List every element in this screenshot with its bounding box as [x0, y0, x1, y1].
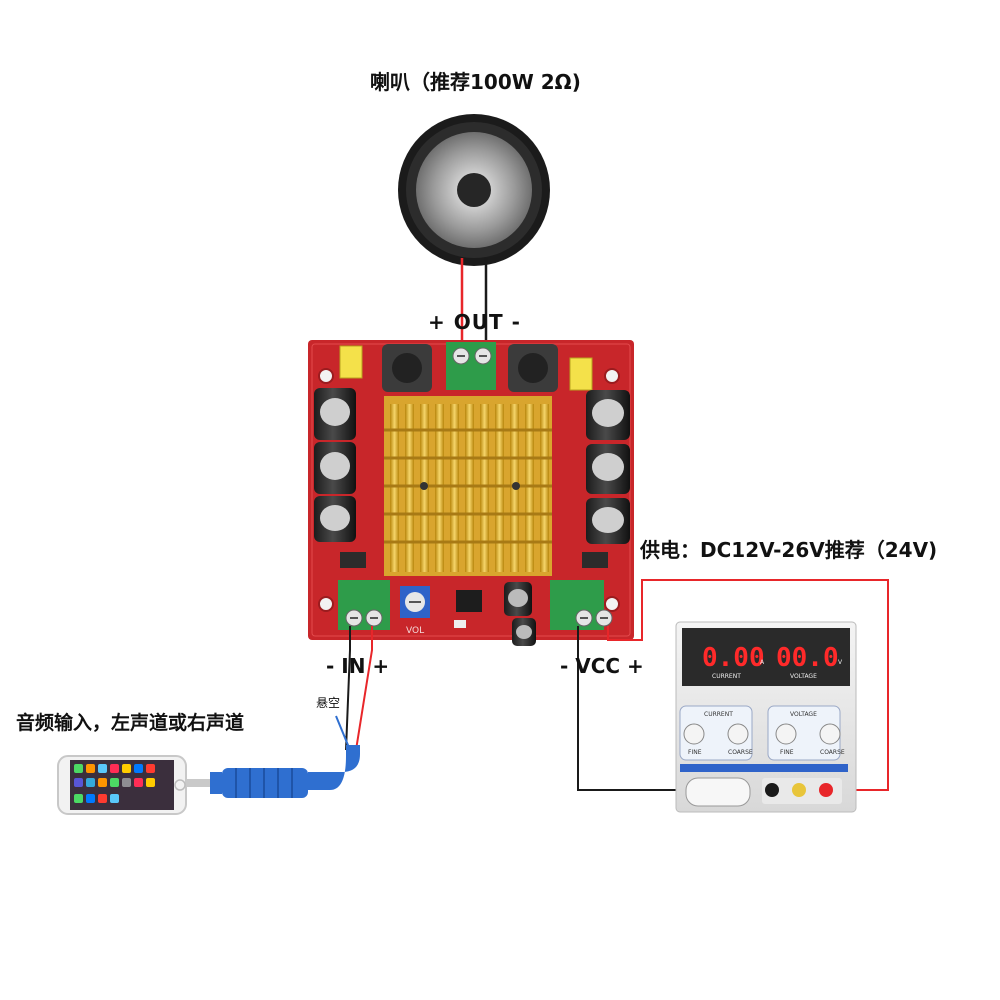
capacitors-right	[586, 390, 630, 544]
volume-potentiometer[interactable]	[400, 586, 430, 618]
positive-binding-post[interactable]	[819, 783, 833, 797]
current-display: 0.00	[702, 643, 765, 673]
bench-power-supply: 0.00 00.0 A V CURRENT VOLTAGE CURRENT VO…	[675, 621, 857, 813]
vcc-terminal	[550, 580, 613, 630]
knob-current-coarse[interactable]	[727, 723, 749, 745]
voltage-display: 00.0	[776, 643, 839, 673]
capacitors-left	[314, 388, 356, 542]
knob-label-2: COARSE	[728, 749, 753, 756]
output-label: + OUT -	[428, 310, 521, 334]
ground-binding-post[interactable]	[792, 783, 806, 797]
current-caption-display: CURRENT	[712, 673, 741, 680]
audio-input-label: 音频输入，左声道或右声道	[16, 712, 245, 734]
audio-cable	[186, 745, 360, 798]
negative-binding-post[interactable]	[765, 783, 779, 797]
speaker	[398, 114, 550, 266]
current-panel-caption: CURRENT	[704, 711, 733, 718]
knob-label-3: FINE	[780, 749, 794, 756]
power-supply-label: 供电：DC12V-26V推荐（24V)	[640, 538, 938, 562]
vcc-label: - VCC +	[560, 654, 644, 678]
knob-current-fine[interactable]	[683, 723, 705, 745]
voltage-unit: V	[838, 659, 843, 666]
volume-label: VOL	[406, 626, 425, 636]
smartphone	[57, 755, 187, 815]
heatsink	[384, 396, 552, 576]
vcc-wire-positive	[607, 579, 889, 791]
knob-label-1: FINE	[688, 749, 702, 756]
knob-voltage-coarse[interactable]	[819, 723, 841, 745]
amplifier-board	[308, 340, 634, 646]
speaker-label: 喇叭（推荐100W 2Ω)	[370, 70, 581, 94]
input-wire-positive	[355, 626, 373, 751]
floating-wire-label: 悬空	[316, 696, 341, 710]
current-unit: A	[760, 659, 765, 666]
voltage-caption-display: VOLTAGE	[790, 673, 817, 680]
knob-label-4: COARSE	[820, 749, 845, 756]
input-wire-floating	[335, 715, 351, 751]
voltage-panel-caption: VOLTAGE	[790, 711, 817, 718]
power-switch[interactable]	[685, 777, 751, 807]
input-wire-negative	[345, 626, 351, 751]
input-label: - IN +	[326, 654, 390, 678]
output-terminal	[446, 342, 496, 390]
knob-voltage-fine[interactable]	[775, 723, 797, 745]
input-terminal	[338, 580, 390, 630]
